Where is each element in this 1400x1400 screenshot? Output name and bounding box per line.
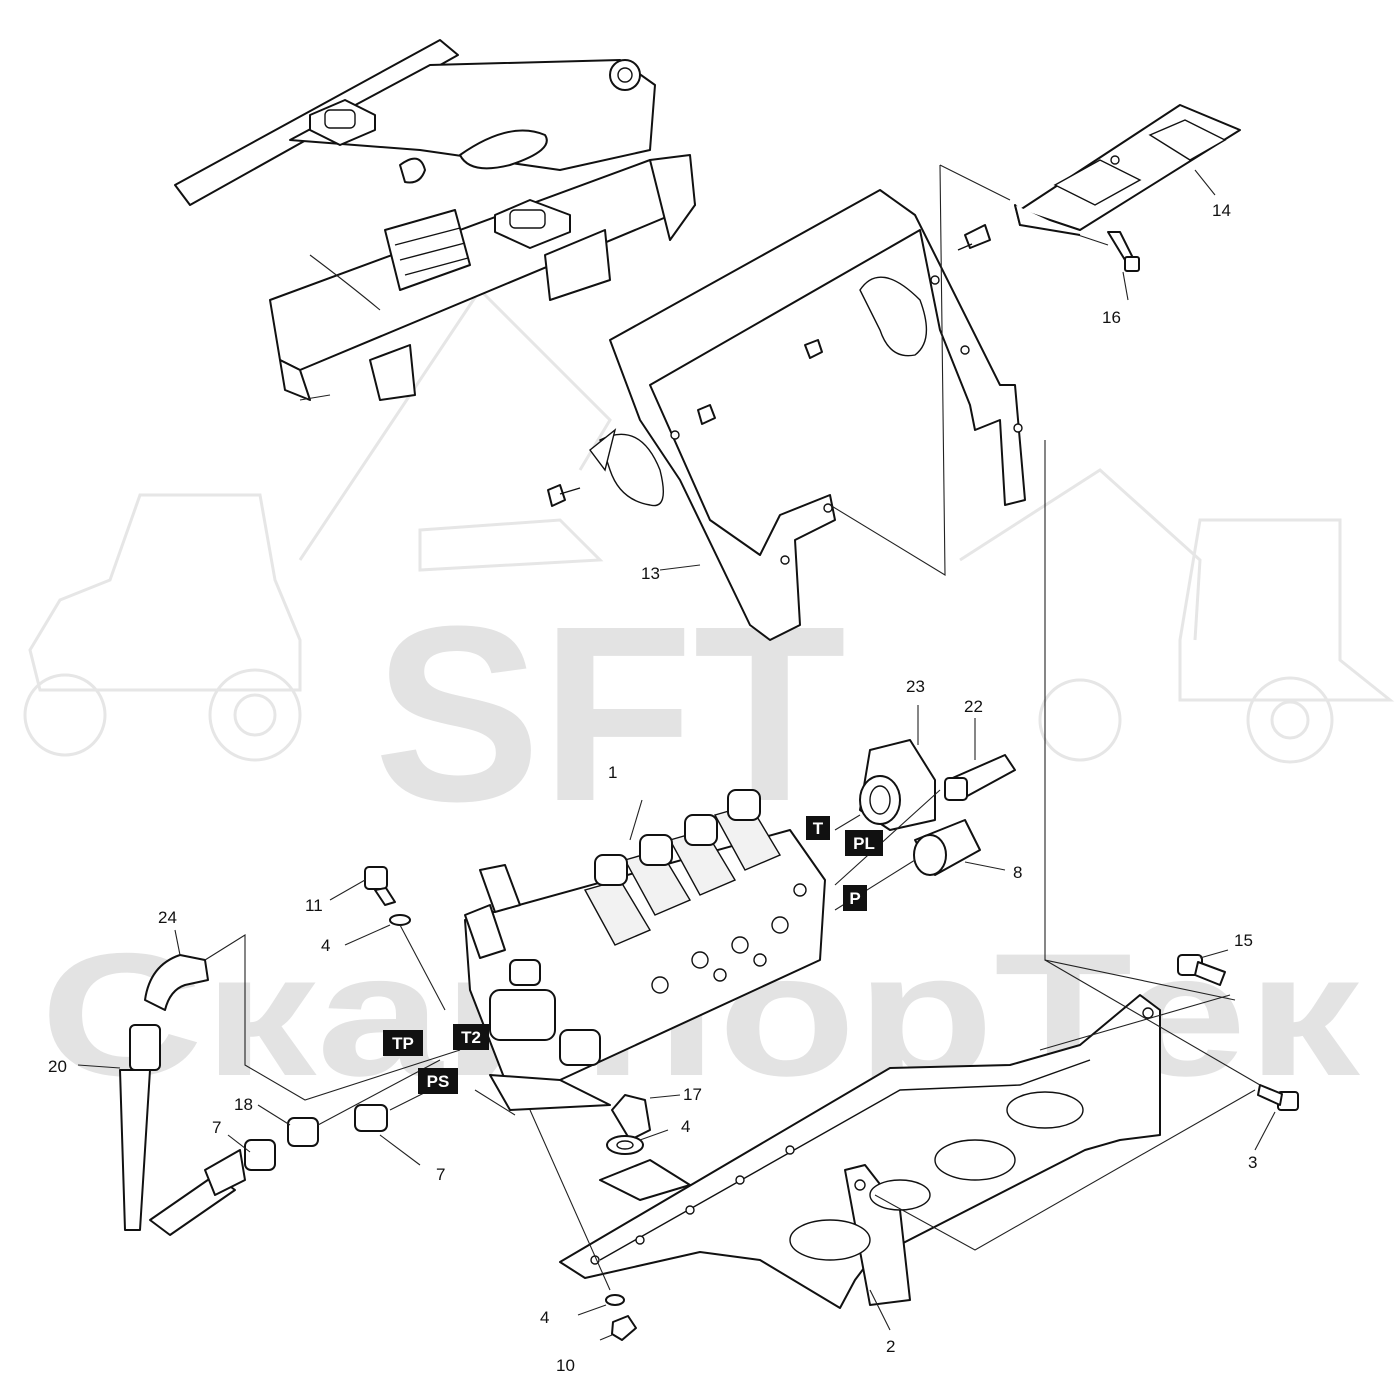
- watermark-excavator-icon: [298, 287, 612, 572]
- port-TP-marker: TP: [383, 1030, 423, 1056]
- callout-24: 24: [158, 908, 177, 927]
- callout-18: 18: [234, 1095, 253, 1114]
- callout-14: 14: [1212, 201, 1231, 220]
- port-T-label: T: [813, 819, 824, 838]
- port-T2-marker: T2: [453, 1024, 489, 1050]
- callout-labels: 1 2 3 4 4 4 7 7 8 10 11 13 14 15 16 17 1…: [48, 201, 1257, 1375]
- callout-4-washer-lower: 4: [540, 1308, 549, 1327]
- port-PS-label: PS: [427, 1072, 450, 1091]
- port-P-marker: P: [843, 885, 867, 911]
- callout-13: 13: [641, 564, 660, 583]
- machine-frame: [174, 39, 696, 401]
- callout-3: 3: [1248, 1153, 1257, 1172]
- callout-20: 20: [48, 1057, 67, 1076]
- callout-2: 2: [886, 1337, 895, 1356]
- port-PS-marker: PS: [418, 1068, 458, 1094]
- port-markers: T PL P TP T2 PS: [383, 816, 883, 1094]
- callout-7-left: 7: [212, 1118, 221, 1137]
- callout-8: 8: [1013, 863, 1022, 882]
- callout-4-washer-upper: 4: [321, 936, 330, 955]
- mounting-plate-2: [559, 994, 1161, 1309]
- callout-7-right: 7: [436, 1165, 445, 1184]
- watermark-tractor-right-icon: [959, 468, 1395, 764]
- fittings: [119, 739, 1299, 1341]
- control-valve-1: [464, 789, 826, 1111]
- callout-11: 11: [305, 896, 323, 915]
- bolt-16: [1107, 231, 1140, 272]
- callout-4-washer-middle: 4: [681, 1117, 690, 1136]
- port-P-label: P: [849, 889, 860, 908]
- port-T-marker: T: [806, 816, 830, 840]
- callout-15: 15: [1234, 931, 1253, 950]
- port-TP-label: TP: [392, 1034, 414, 1053]
- callout-17: 17: [683, 1085, 702, 1104]
- watermark-tractor-left-icon: [23, 493, 302, 762]
- port-PL-label: PL: [853, 834, 875, 853]
- cover-fasteners: [547, 224, 991, 507]
- port-PL-marker: PL: [845, 830, 883, 856]
- callout-23: 23: [906, 677, 925, 696]
- port-T2-label: T2: [461, 1028, 481, 1047]
- bracket-14: [1014, 104, 1241, 236]
- callout-1: 1: [608, 763, 617, 782]
- callout-16: 16: [1102, 308, 1121, 327]
- cover-plate-13: [589, 189, 1026, 641]
- callout-22: 22: [964, 697, 983, 716]
- callout-10: 10: [556, 1356, 575, 1375]
